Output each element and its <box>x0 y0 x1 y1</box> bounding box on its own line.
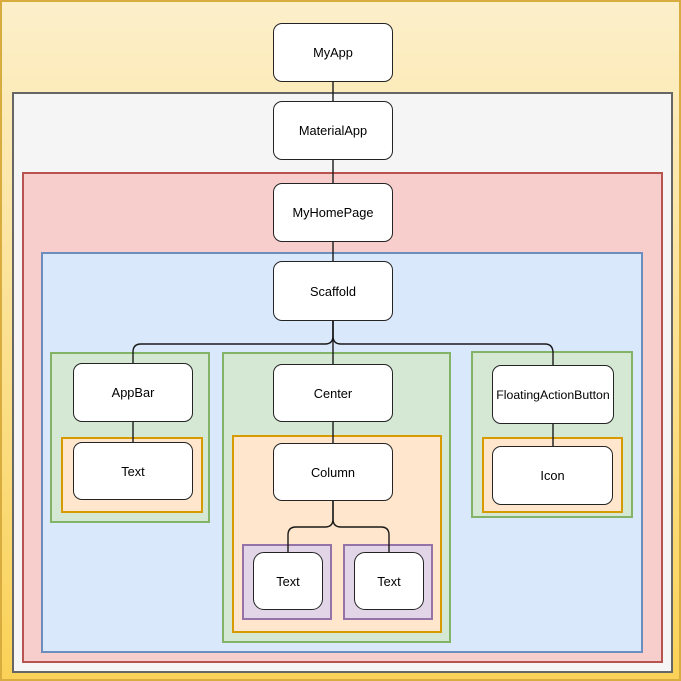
node-floatingactionbutton: FloatingActionButton <box>492 365 614 424</box>
node-center: Center <box>273 364 393 422</box>
node-myapp: MyApp <box>273 23 393 82</box>
node-appbar: AppBar <box>73 363 193 422</box>
node-column-text1: Text <box>253 552 323 610</box>
node-appbar-text: Text <box>73 442 193 500</box>
node-icon: Icon <box>492 446 613 505</box>
node-column: Column <box>273 443 393 501</box>
node-myhomepage: MyHomePage <box>273 183 393 242</box>
node-materialapp: MaterialApp <box>273 101 393 160</box>
node-scaffold: Scaffold <box>273 261 393 321</box>
node-column-text2: Text <box>354 552 424 610</box>
